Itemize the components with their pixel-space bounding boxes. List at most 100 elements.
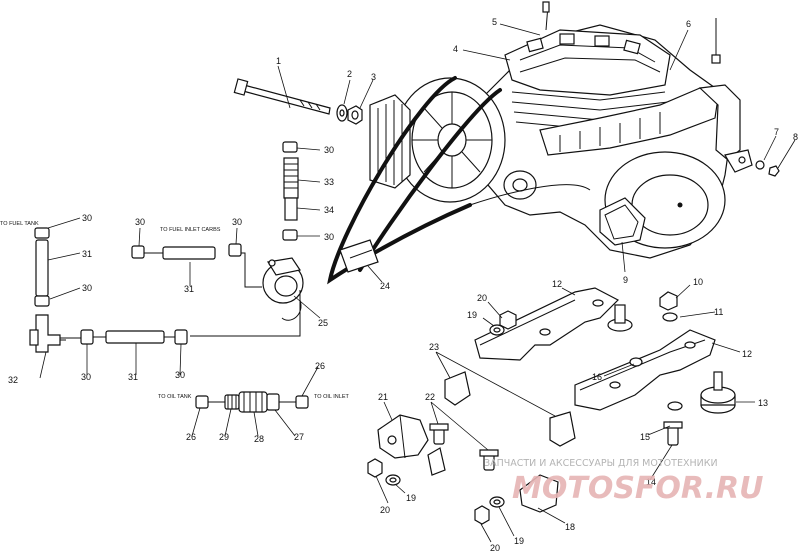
callout-34: 34 xyxy=(324,205,334,215)
watermark: ЗАПЧАСТИ И АКСЕССУАРЫ ДЛЯ МОТОТЕХНИКИ MO… xyxy=(484,458,763,506)
callout-30-center-bottom: 30 xyxy=(324,232,334,242)
clamp-part-30-lower-right xyxy=(174,329,188,345)
callout-30-lower-left: 30 xyxy=(81,372,91,382)
callout-30-carbs-right: 30 xyxy=(232,217,242,227)
callout-8: 8 xyxy=(793,132,798,142)
leader-lines xyxy=(39,23,796,543)
callout-6: 6 xyxy=(686,19,691,29)
callout-30-lower-right: 30 xyxy=(175,370,185,380)
callout-30-center-top: 30 xyxy=(324,145,334,155)
callout-29: 29 xyxy=(219,432,229,442)
callout-33: 33 xyxy=(324,177,334,187)
label-to-oil-inlet: TO OIL INLET xyxy=(314,394,349,400)
hose-part-34 xyxy=(284,197,298,221)
nut-part-8 xyxy=(768,165,780,177)
oil-filter-part-28 xyxy=(238,391,268,413)
callout-30-tank-bottom: 30 xyxy=(82,283,92,293)
callout-10: 10 xyxy=(693,277,703,287)
callout-12-lower: 12 xyxy=(742,349,752,359)
oil-fitting-part-27 xyxy=(266,393,280,411)
callout-19-mid: 19 xyxy=(406,493,416,503)
callout-24: 24 xyxy=(380,281,390,291)
callout-26-right: 26 xyxy=(315,361,325,371)
clamp-part-26-left xyxy=(195,395,209,409)
callout-13: 13 xyxy=(758,398,768,408)
callout-22: 22 xyxy=(425,392,435,402)
callout-7: 7 xyxy=(774,127,779,137)
bracket-part-21 xyxy=(377,414,429,459)
callout-19-low: 19 xyxy=(514,536,524,546)
fuel-filter-part-24 xyxy=(339,239,379,273)
washer-part-19-low xyxy=(489,496,505,508)
hose-part-33 xyxy=(283,157,299,199)
bracket-part-18 xyxy=(427,447,559,513)
callout-28: 28 xyxy=(254,434,264,444)
callout-23: 23 xyxy=(429,342,439,352)
engine-assembly xyxy=(369,1,753,259)
callout-30-carbs-left: 30 xyxy=(135,217,145,227)
callout-2: 2 xyxy=(347,69,352,79)
routing-labels: TO FUEL TANK TO FUEL INLET CARBS TO OIL … xyxy=(0,221,349,400)
nut-part-3 xyxy=(347,105,363,125)
bolt-part-22-a xyxy=(429,423,449,445)
clamp-part-30-lower-left xyxy=(80,329,94,345)
clamp-part-26-right xyxy=(295,395,309,409)
washer-part-11 xyxy=(662,312,678,322)
bolt-part-1 xyxy=(233,78,331,115)
callout-15: 15 xyxy=(640,432,650,442)
callout-20-low: 20 xyxy=(490,543,500,552)
motor-mount-part-12-lower xyxy=(574,329,716,411)
callout-19-upper: 19 xyxy=(467,310,477,320)
watermark-caption: ЗАПЧАСТИ И АКСЕССУАРЫ ДЛЯ МОТОТЕХНИКИ xyxy=(484,458,718,469)
fuel-line-part-31-lower xyxy=(105,330,165,344)
bracket-part-23-b xyxy=(549,411,576,447)
callout-5: 5 xyxy=(492,17,497,27)
callout-26-left: 26 xyxy=(186,432,196,442)
label-to-fuel-inlet-carbs: TO FUEL INLET CARBS xyxy=(160,227,221,233)
clamp-part-30-center-top xyxy=(282,141,298,153)
callout-14: 14 xyxy=(646,477,656,487)
washer-part-16 xyxy=(667,401,683,411)
callout-20-upper: 20 xyxy=(477,293,487,303)
callout-25: 25 xyxy=(318,318,328,328)
callout-18: 18 xyxy=(565,522,575,532)
callout-11: 11 xyxy=(714,307,723,317)
callout-31-tank: 31 xyxy=(82,249,92,259)
washer-part-7 xyxy=(755,160,765,170)
fuel-line-part-31-carbs xyxy=(162,246,216,260)
callout-12-upper: 12 xyxy=(552,279,562,289)
bracket-part-23-a xyxy=(444,371,471,406)
callout-27: 27 xyxy=(294,432,304,442)
washer-part-19-upper xyxy=(489,324,505,336)
callout-30-tank-top: 30 xyxy=(82,213,92,223)
nut-part-10 xyxy=(659,291,678,311)
callout-16: 16 xyxy=(592,372,602,382)
clamp-part-30-carbs-left xyxy=(131,245,145,259)
clamp-part-30-tank-top xyxy=(34,227,50,239)
callout-31-carbs: 31 xyxy=(184,284,194,294)
rubber-mount-part-13 xyxy=(700,371,736,414)
callout-numbers: 1 2 3 4 5 6 7 8 9 10 11 12 12 13 14 15 1… xyxy=(8,17,798,552)
bolt-part-22-b xyxy=(479,449,499,471)
nut-part-20-mid xyxy=(367,458,383,478)
callout-31-lower: 31 xyxy=(128,372,138,382)
nut-part-20-low xyxy=(474,505,490,525)
motor-mount-part-12-upper xyxy=(474,287,620,361)
oil-hose-part-29 xyxy=(224,394,240,410)
clamp-part-30-center-bottom xyxy=(282,229,298,241)
label-to-fuel-tank: TO FUEL TANK xyxy=(0,221,39,227)
bolt-part-15 xyxy=(663,421,683,446)
clamp-part-30-tank-bottom xyxy=(34,295,50,307)
callout-9: 9 xyxy=(623,275,628,285)
fuel-line-part-31-tank xyxy=(35,239,49,297)
washer-part-19-mid xyxy=(385,474,401,486)
callout-32: 32 xyxy=(8,375,18,385)
clamp-part-30-carbs-right xyxy=(228,243,242,257)
label-to-oil-tank: TO OIL TANK xyxy=(158,394,192,400)
fuel-pump-part-25 xyxy=(190,252,304,337)
callout-21: 21 xyxy=(378,392,388,402)
callout-20-mid: 20 xyxy=(380,505,390,515)
callout-4: 4 xyxy=(453,44,458,54)
callout-1: 1 xyxy=(276,56,281,66)
